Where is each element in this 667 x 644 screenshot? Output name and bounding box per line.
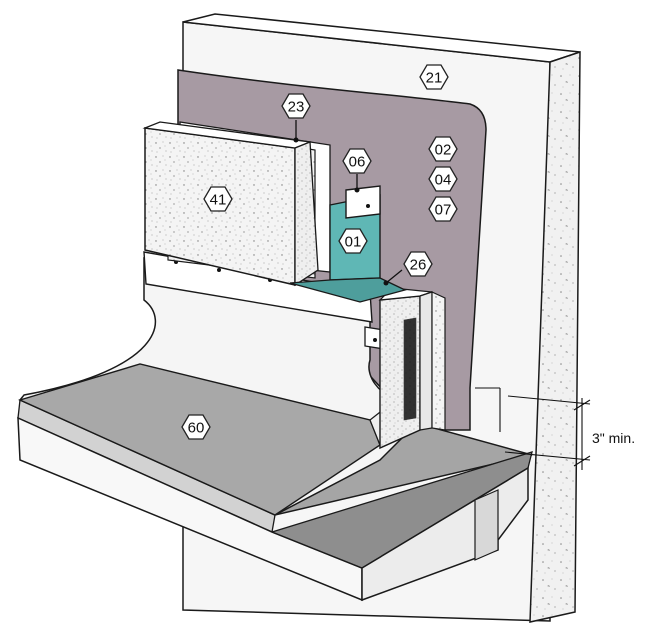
callout-01: 01	[338, 228, 368, 254]
slab-stem	[474, 489, 499, 561]
dimension-label: 3" min.	[592, 430, 635, 446]
teal-flashing-base	[289, 277, 407, 303]
insulation-layer-3	[431, 291, 446, 431]
metal-strip-06	[345, 185, 381, 219]
callout-02: 02	[428, 136, 458, 162]
callout-06: 06	[342, 148, 372, 174]
callout-04: 04	[428, 166, 458, 192]
callout-23: 23	[281, 93, 311, 119]
callout-41-label: 41	[210, 192, 227, 209]
board-41-side	[294, 141, 319, 287]
dimension-3in	[475, 387, 591, 470]
leader-lines	[295, 120, 403, 284]
strip-fastener	[366, 204, 370, 208]
callout-23-label: 23	[288, 99, 305, 116]
callout-41: 41	[203, 186, 233, 212]
callout-21-label: 21	[426, 70, 443, 87]
callout-60-label: 60	[188, 420, 205, 437]
callout-26: 26	[403, 251, 433, 277]
callout-07-label: 07	[435, 202, 452, 219]
callout-26-label: 26	[410, 257, 427, 274]
insulation-layer-2	[419, 291, 433, 431]
clip-fastener	[373, 338, 377, 342]
callout-06-label: 06	[349, 154, 366, 171]
callout-60: 60	[181, 414, 211, 440]
wall-side-section	[529, 50, 581, 623]
leader-dots	[293, 137, 389, 286]
callout-07: 07	[428, 196, 458, 222]
callout-01-label: 01	[345, 234, 362, 251]
callout-21: 21	[419, 64, 449, 90]
callout-04-label: 04	[435, 172, 452, 189]
callout-02-label: 02	[435, 142, 452, 159]
insulation-layer-4	[403, 317, 417, 421]
